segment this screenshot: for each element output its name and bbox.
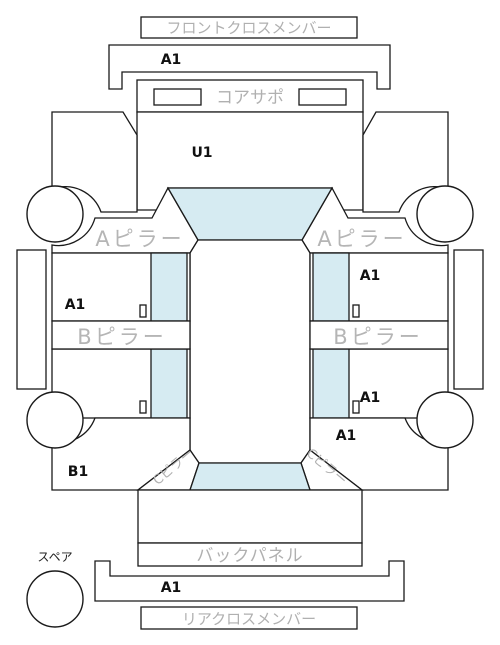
right-rear-door-handle: [352, 400, 360, 414]
rear-cross-member-label: リアクロスメンバー: [182, 610, 316, 628]
trunk-lid[interactable]: [137, 489, 363, 544]
core-support-label: コアサポ: [216, 88, 284, 108]
left-side-sill[interactable]: [16, 249, 47, 390]
right-a-pillar-label: Aピラー: [317, 227, 406, 251]
roof-panel[interactable]: [189, 239, 311, 464]
front-cross-member[interactable]: [108, 44, 391, 90]
spare-tire-label: スペア: [37, 550, 72, 564]
right-front-door-grade: A1: [360, 268, 381, 284]
rear-left-tire[interactable]: [26, 391, 84, 449]
right-rear-window[interactable]: [312, 348, 350, 419]
left-b-pillar[interactable]: [51, 320, 191, 350]
left-front-door-grade: A1: [65, 297, 86, 313]
front-cross-member-label: フロントクロスメンバー: [166, 19, 331, 37]
right-rear-door-grade: A1: [360, 390, 381, 406]
right-front-window[interactable]: [312, 252, 350, 322]
rear-cross-member-label-box: [140, 606, 358, 630]
right-b-pillar[interactable]: [309, 320, 449, 350]
core-support-grade: U1: [191, 145, 212, 161]
rear-window[interactable]: [189, 462, 311, 491]
left-a-pillar-label: Aピラー: [95, 227, 184, 251]
spare-tire[interactable]: [26, 570, 84, 628]
right-side-sill[interactable]: [453, 249, 484, 390]
left-rear-door-handle: [139, 400, 147, 414]
right-b-pillar-label: Bピラー: [333, 325, 422, 349]
back-panel[interactable]: [137, 542, 363, 567]
left-rear-quarter-grade: B1: [68, 464, 88, 480]
right-front-door-handle: [352, 304, 360, 318]
rear-cross-member[interactable]: [94, 560, 405, 602]
left-rear-window[interactable]: [150, 348, 188, 419]
left-front-door-handle: [139, 304, 147, 318]
left-b-pillar-label: Bピラー: [77, 325, 166, 349]
front-right-tire[interactable]: [416, 185, 474, 243]
front-left-tire[interactable]: [26, 185, 84, 243]
left-front-window[interactable]: [150, 252, 188, 322]
core-support-left-slot: [153, 88, 202, 106]
core-support-right-slot: [298, 88, 347, 106]
front-cross-member-label-box: [140, 16, 358, 39]
right-rear-quarter-grade: A1: [336, 428, 357, 444]
rear-cross-member-grade: A1: [161, 580, 182, 596]
front-cross-member-grade: A1: [161, 52, 182, 68]
rear-right-tire[interactable]: [416, 391, 474, 449]
back-panel-label: バックパネル: [196, 546, 303, 566]
